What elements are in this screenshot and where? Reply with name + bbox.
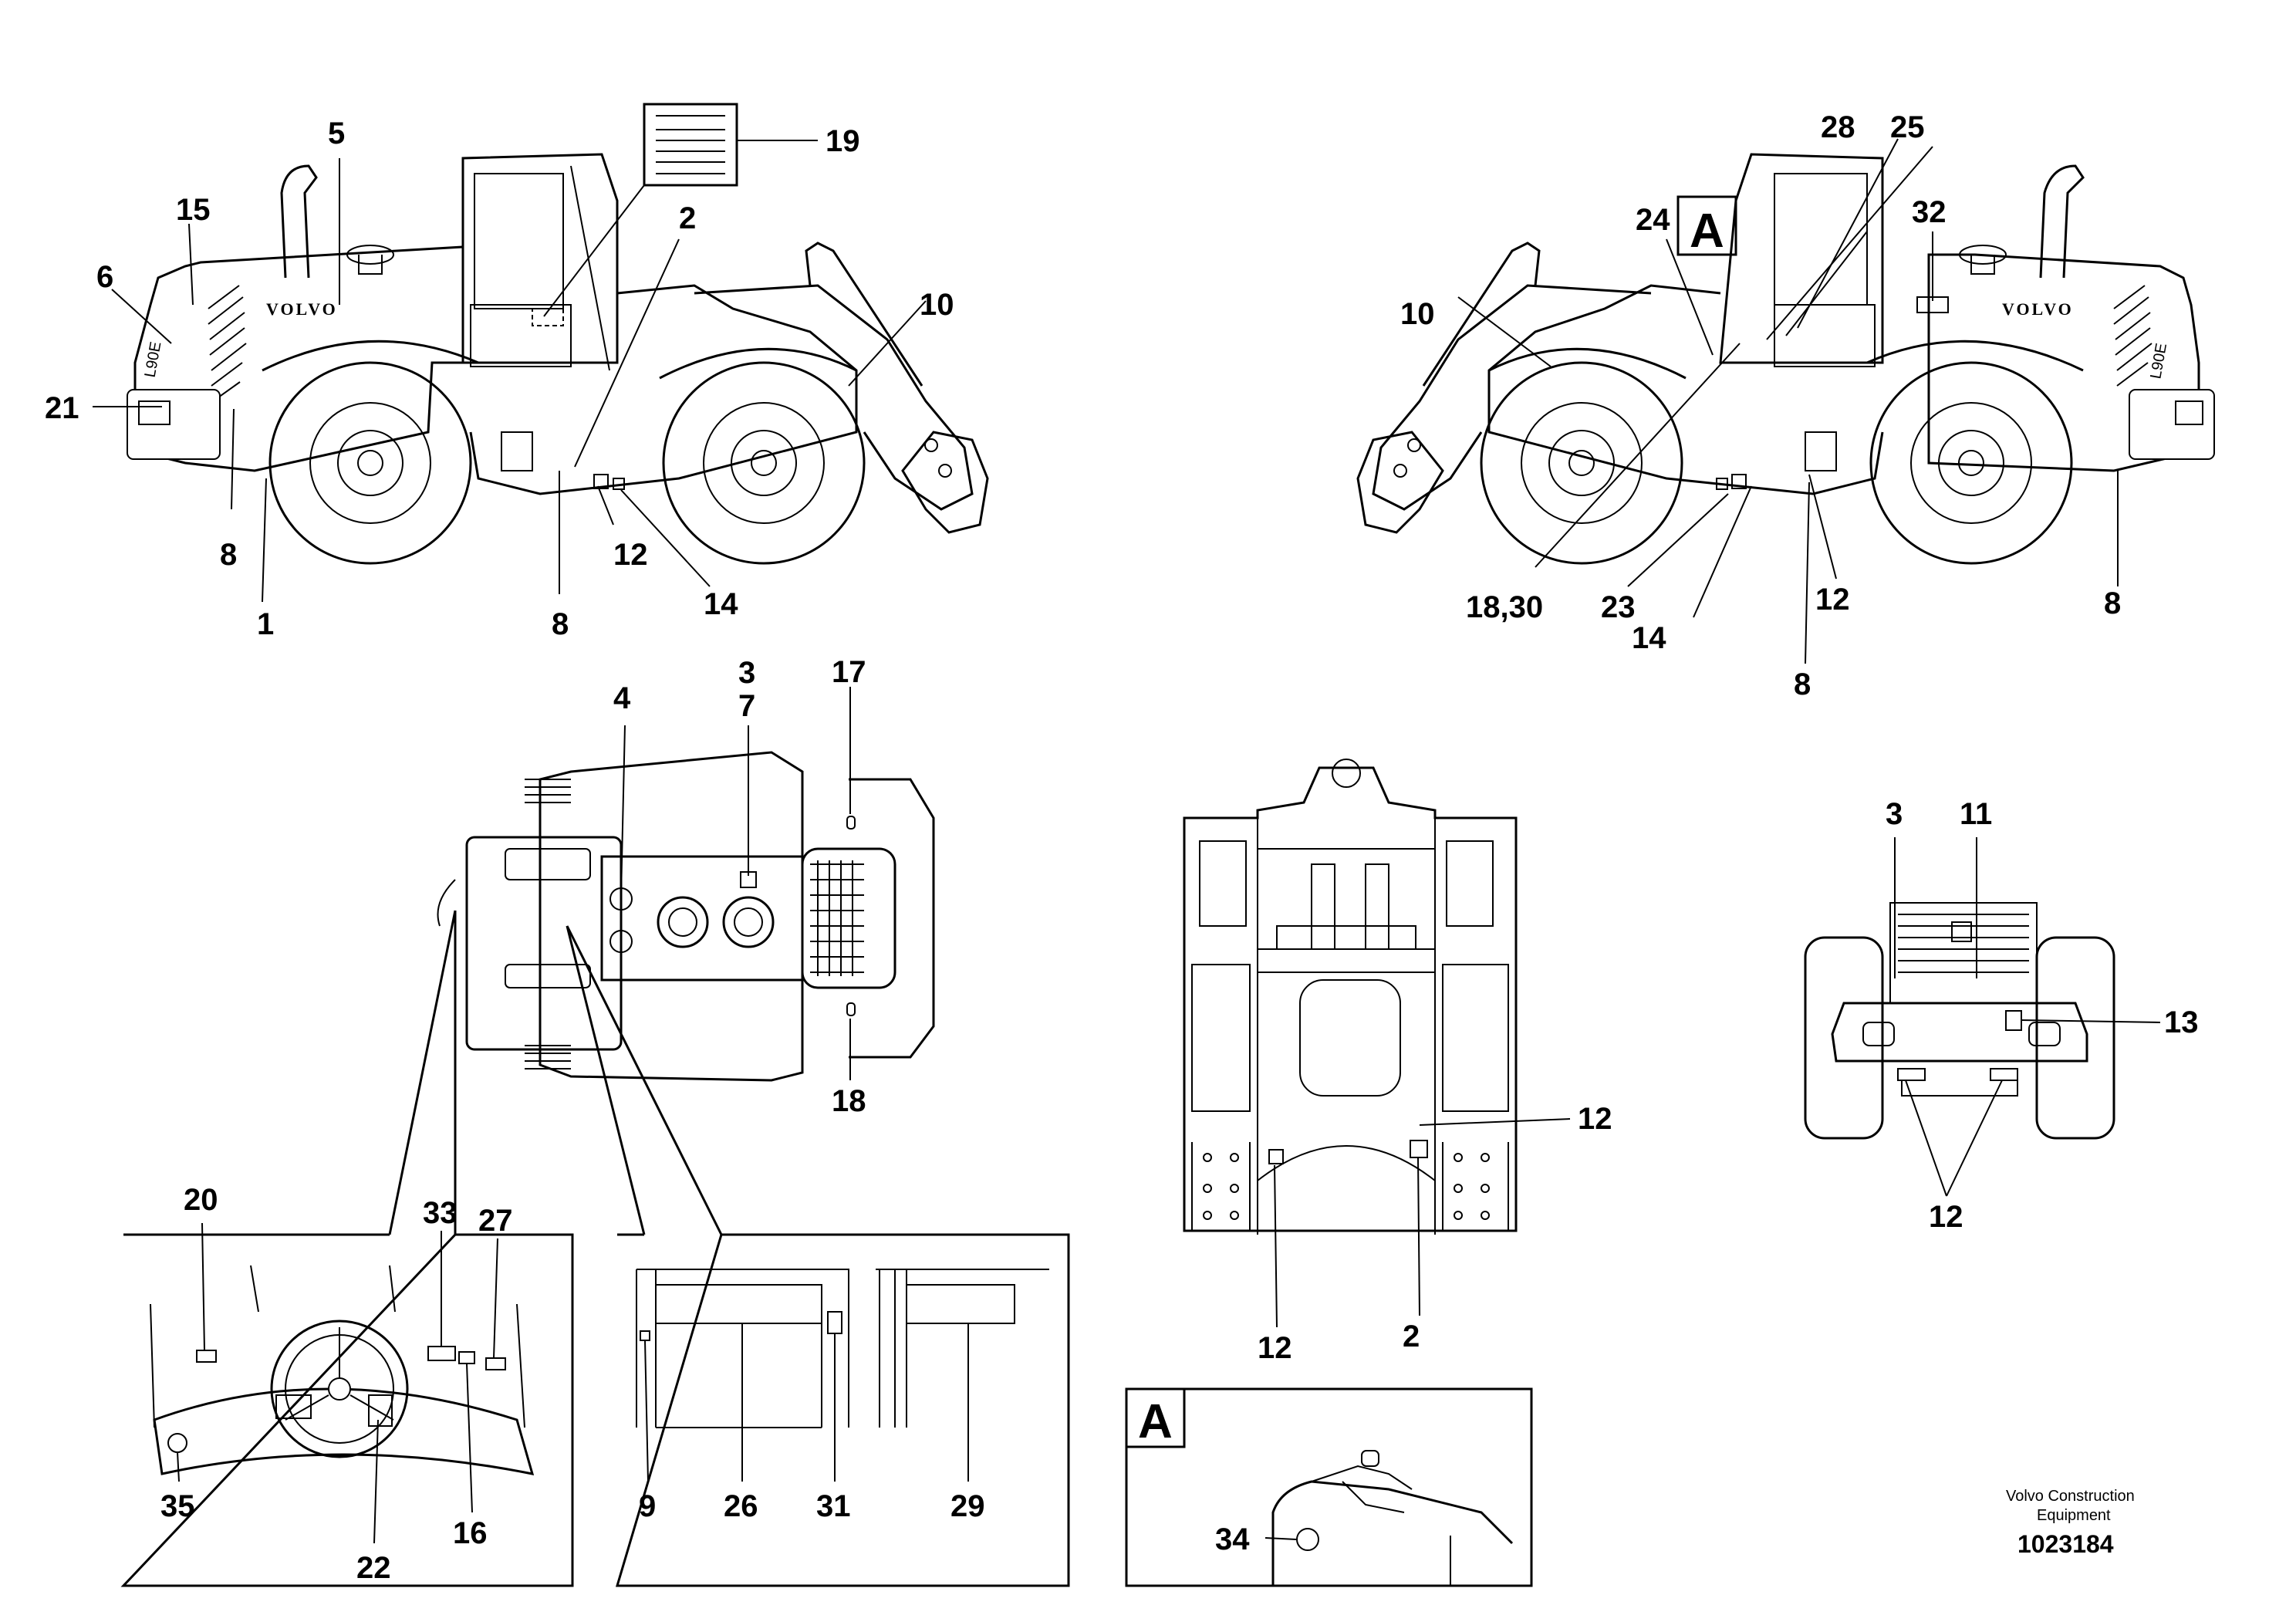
callout-12: 12 <box>1815 583 1850 617</box>
callout-24: 24 <box>1636 203 1670 237</box>
door-detail-box <box>615 1233 1070 1587</box>
loader-side-view-right: A VOLVO L90E <box>1356 153 2215 565</box>
callout-4: 4 <box>613 681 631 715</box>
loader-rear-view <box>1804 902 2115 1140</box>
leaders-door <box>644 1323 969 1482</box>
callout-32: 32 <box>1912 195 1947 229</box>
loader-side-view-left: VOLVO L90E <box>127 103 989 565</box>
loader-top-view <box>437 751 935 1082</box>
callout-5: 5 <box>328 117 345 150</box>
callout-8: 8 <box>2104 586 2121 620</box>
callout-23: 23 <box>1601 590 1636 624</box>
callout-14: 14 <box>1632 621 1666 655</box>
callout-19: 19 <box>826 124 860 158</box>
leaders-cab <box>177 1222 498 1544</box>
callout-10: 10 <box>1400 297 1435 331</box>
brand-text-right: VOLVO <box>2002 299 2074 319</box>
leaders-right <box>1457 138 2119 664</box>
callout-21: 21 <box>45 391 79 425</box>
leaders-left <box>93 140 927 603</box>
callout-6: 6 <box>96 260 113 294</box>
callout-2: 2 <box>679 201 696 235</box>
callout-18-30: 18,30 <box>1466 590 1543 624</box>
company-line-2: Equipment <box>2037 1507 2111 1524</box>
callout-12: 12 <box>1578 1102 1612 1136</box>
callout-33: 33 <box>423 1196 458 1230</box>
callout-31: 31 <box>816 1489 851 1523</box>
badge-text-left: L90E <box>142 340 165 379</box>
callouts: 19 5 2 15 6 10 21 8 12 14 1 8 28 25 24 3… <box>45 110 2199 1585</box>
callout-35: 35 <box>160 1489 195 1523</box>
leader-34 <box>1264 1537 1297 1540</box>
callout-3: 3 <box>738 656 755 690</box>
callout-25: 25 <box>1890 110 1925 144</box>
callout-12: 12 <box>1258 1331 1292 1365</box>
cab-detail-box <box>120 1233 574 1587</box>
callout-17: 17 <box>832 655 866 689</box>
leaders-frame <box>1274 1118 1571 1328</box>
callout-16: 16 <box>453 1516 488 1550</box>
callout-1: 1 <box>257 607 274 641</box>
callout-27: 27 <box>478 1204 513 1238</box>
callout-14: 14 <box>704 587 738 621</box>
callout-8: 8 <box>552 607 569 641</box>
detail-a-box: A <box>1125 1387 1533 1587</box>
document-number: 1023184 <box>2017 1530 2114 1558</box>
company-line-1: Volvo Construction <box>2006 1488 2135 1505</box>
callout-34: 34 <box>1215 1522 1250 1556</box>
callout-29: 29 <box>950 1489 985 1523</box>
callout-2: 2 <box>1403 1320 1420 1353</box>
callout-13: 13 <box>2164 1005 2199 1039</box>
callout-12: 12 <box>613 538 648 572</box>
zoom-lines <box>388 910 723 1235</box>
callout-20: 20 <box>184 1183 218 1217</box>
detail-a-marker: A <box>1690 204 1724 258</box>
callout-11: 11 <box>1960 797 1992 831</box>
callout-28: 28 <box>1821 110 1855 144</box>
badge-text-right: L90E <box>2147 342 2170 380</box>
frame-top-view <box>1183 759 1518 1235</box>
callout-9: 9 <box>639 1489 656 1523</box>
callout-15: 15 <box>176 193 211 227</box>
callout-3: 3 <box>1886 797 1903 831</box>
callout-26: 26 <box>724 1489 758 1523</box>
detail-a-box-letter: A <box>1138 1395 1173 1448</box>
callout-8: 8 <box>220 538 237 572</box>
callout-8: 8 <box>1794 667 1811 701</box>
callout-18: 18 <box>832 1084 866 1118</box>
callout-12: 12 <box>1929 1200 1963 1234</box>
leaders-top <box>620 687 851 1080</box>
brand-text-left: VOLVO <box>266 299 338 319</box>
callout-7: 7 <box>738 689 755 723</box>
leaders-rear <box>1894 837 2161 1197</box>
callout-10: 10 <box>920 288 954 322</box>
callout-22: 22 <box>356 1551 391 1585</box>
footer: Volvo Construction Equipment 1023184 <box>2006 1488 2135 1558</box>
